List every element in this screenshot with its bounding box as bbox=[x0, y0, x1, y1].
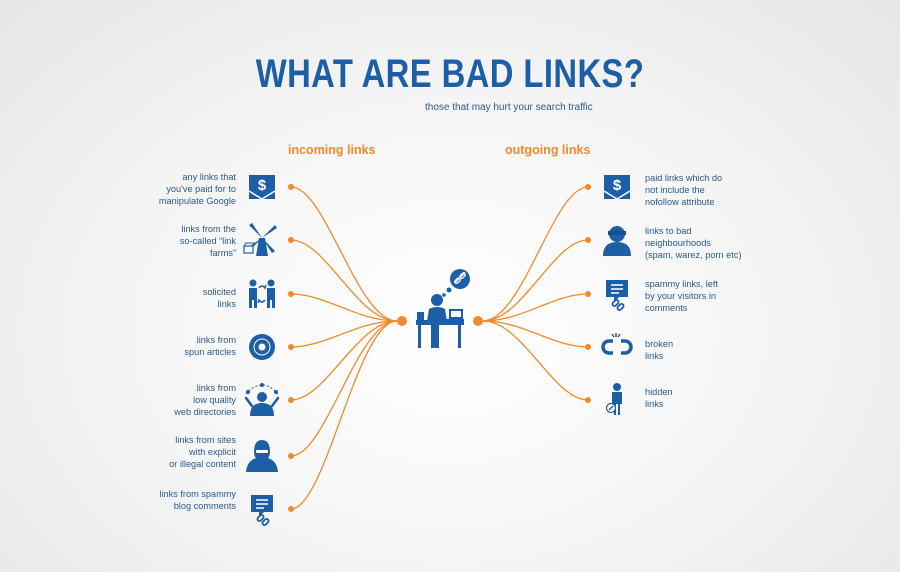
windmill-farm-icon bbox=[243, 223, 277, 256]
incoming-node-dot-1 bbox=[288, 237, 294, 243]
label-line: (spam, warez, porn etc) bbox=[645, 250, 742, 260]
incoming-connector-6 bbox=[290, 320, 398, 510]
paid-envelope-icon: $ bbox=[248, 175, 276, 200]
label-line: links from the bbox=[181, 224, 236, 234]
incoming-connector-4 bbox=[290, 320, 398, 401]
label-line: links from sites bbox=[175, 435, 236, 445]
outgoing-connector-0 bbox=[482, 186, 589, 322]
person-at-desk-icon bbox=[416, 269, 470, 348]
outgoing-connector-4 bbox=[482, 320, 589, 401]
incoming-label-1: links from the so-called “link farms” bbox=[180, 223, 236, 259]
label-line: manipulate Google bbox=[158, 196, 236, 206]
outgoing-node-dot-0 bbox=[585, 184, 591, 190]
incoming-node-dot-5 bbox=[288, 453, 294, 459]
incoming-heading: incoming links bbox=[288, 143, 376, 157]
outgoing-heading: outgoing links bbox=[505, 143, 591, 157]
comment-link-icon bbox=[251, 495, 273, 526]
spinning-disc-icon bbox=[246, 332, 275, 360]
outgoing-label-4: hidden links bbox=[645, 386, 673, 410]
incoming-node-dot-6 bbox=[288, 506, 294, 512]
outgoing-connector-1 bbox=[482, 239, 589, 322]
outgoing-node-dot-3 bbox=[585, 344, 591, 350]
label-line: web directories bbox=[174, 407, 236, 417]
hooded-figure-icon bbox=[246, 440, 278, 472]
label-line: or illegal content bbox=[169, 459, 236, 469]
incoming-connector-5 bbox=[290, 320, 398, 457]
incoming-label-0: any links that you've paid for to manipula… bbox=[159, 171, 236, 207]
label-line: by your visitors in bbox=[645, 291, 716, 301]
label-line: hidden bbox=[645, 387, 673, 397]
label-line: links bbox=[217, 299, 236, 309]
comment-link-icon bbox=[606, 280, 628, 311]
incoming-connector-3 bbox=[290, 320, 398, 348]
paid-envelope-icon: $ bbox=[603, 175, 631, 200]
incoming-connector-0 bbox=[290, 186, 398, 322]
bandit-figure-icon bbox=[603, 226, 631, 256]
outgoing-label-3: broken links bbox=[645, 338, 673, 362]
label-line: comments bbox=[645, 303, 688, 313]
juggler-person-icon bbox=[244, 383, 280, 416]
incoming-node-dot-3 bbox=[288, 344, 294, 350]
incoming-connector-2 bbox=[290, 293, 398, 322]
label-line: links from spammy bbox=[159, 489, 236, 499]
label-line: broken bbox=[645, 339, 674, 349]
outgoing-node-dot-4 bbox=[585, 397, 591, 403]
exchange-people-icon bbox=[249, 279, 275, 308]
label-line: solicited bbox=[202, 287, 236, 297]
label-line: spun articles bbox=[184, 347, 236, 357]
outgoing-connector-3 bbox=[482, 320, 589, 348]
incoming-label-3: links from spun articles bbox=[184, 334, 236, 358]
outgoing-node-dot-1 bbox=[585, 237, 591, 243]
outgoing-hub-dot bbox=[473, 316, 483, 326]
page-title: WHAT ARE BAD LINKS? bbox=[255, 52, 645, 96]
label-line: any links that bbox=[182, 172, 236, 182]
label-line: not include the bbox=[645, 185, 705, 195]
label-line: farms” bbox=[209, 248, 236, 258]
outgoing-label-0: paid links which do not include the nofoll… bbox=[645, 172, 722, 208]
label-line: links from bbox=[196, 383, 236, 393]
label-line: you've paid for to bbox=[166, 184, 236, 194]
outgoing-node-dot-2 bbox=[585, 291, 591, 297]
hidden-link-person-icon bbox=[605, 383, 622, 415]
page-subtitle: those that may hurt your search traffic bbox=[425, 102, 593, 113]
label-line: links bbox=[645, 351, 664, 361]
svg-text:$: $ bbox=[613, 177, 622, 194]
outgoing-connector-2 bbox=[482, 293, 589, 322]
incoming-hub-dot bbox=[397, 316, 407, 326]
label-line: links to bad bbox=[645, 226, 692, 236]
label-line: so-called “link bbox=[179, 236, 236, 246]
incoming-label-2: solicited links bbox=[203, 286, 236, 310]
svg-text:$: $ bbox=[258, 177, 267, 194]
incoming-node-dot-2 bbox=[288, 291, 294, 297]
label-line: neighbourhoods bbox=[645, 238, 711, 248]
label-line: links bbox=[645, 399, 664, 409]
label-line: links from bbox=[196, 335, 236, 345]
outgoing-label-1: links to bad neighbourhoods (spam, warez, … bbox=[645, 225, 742, 261]
incoming-label-6: links from spammy blog comments bbox=[159, 488, 236, 512]
incoming-connector-1 bbox=[290, 239, 398, 322]
outgoing-label-2: spammy links, left by your visitors in com… bbox=[645, 278, 718, 314]
broken-link-icon bbox=[601, 333, 633, 355]
incoming-node-dot-0 bbox=[288, 184, 294, 190]
label-line: nofollow attribute bbox=[645, 197, 715, 207]
incoming-node-dot-4 bbox=[288, 397, 294, 403]
label-line: with explicit bbox=[189, 447, 236, 457]
incoming-label-5: links from sites with explicit or illegal … bbox=[169, 434, 236, 470]
label-line: blog comments bbox=[173, 501, 236, 511]
incoming-label-4: links from low quality web directories bbox=[174, 382, 236, 418]
label-line: spammy links, left bbox=[645, 279, 719, 289]
label-line: low quality bbox=[193, 395, 236, 405]
label-line: paid links which do bbox=[645, 173, 723, 183]
